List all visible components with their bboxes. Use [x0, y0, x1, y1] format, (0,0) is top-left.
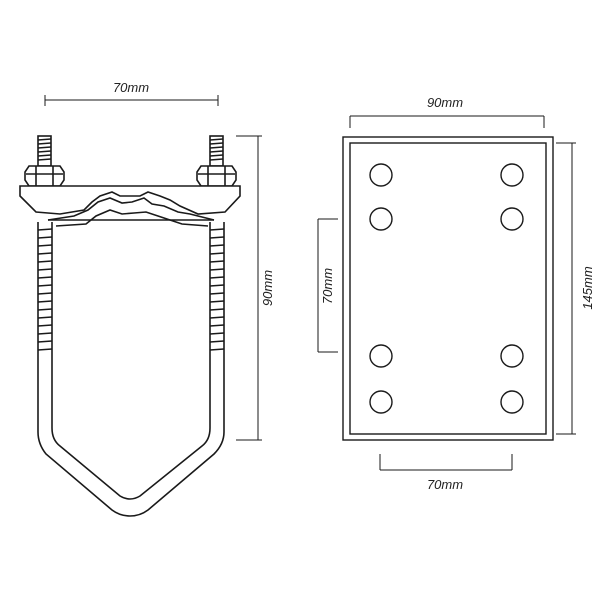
dimension-top-70 — [44, 95, 219, 106]
plate-hole — [369, 163, 393, 187]
side-height-label: 90mm — [260, 270, 275, 306]
right-threaded-shank — [209, 222, 225, 352]
dimension-hole-horizontal-70 — [379, 454, 513, 471]
u-bolt-body — [37, 352, 225, 517]
dimension-hole-vertical-70 — [317, 218, 338, 353]
plate-outline — [342, 136, 554, 441]
mounting-plate — [317, 115, 576, 471]
plate-hole — [369, 390, 393, 414]
plate-hole — [500, 163, 524, 187]
plate-height-label: 145mm — [580, 266, 595, 310]
right-threaded-tip — [209, 135, 224, 167]
plate-hole-horizontal-label: 70mm — [427, 477, 463, 492]
plate-hole — [500, 344, 524, 368]
plate-width-label: 90mm — [427, 95, 463, 110]
u-bolt-bracket — [19, 95, 262, 517]
left-threaded-tip — [37, 135, 52, 167]
plate-hole — [500, 207, 524, 231]
plate-hole-vertical-label: 70mm — [320, 268, 335, 304]
dimension-plate-width-90 — [349, 115, 545, 128]
plate-hole — [369, 344, 393, 368]
side-top-width-label: 70mm — [113, 80, 149, 95]
dimension-height-90 — [236, 135, 262, 441]
clamp-plate — [19, 185, 241, 227]
left-nut — [24, 165, 65, 187]
right-nut — [196, 165, 237, 187]
plate-inner-edge — [349, 142, 547, 435]
dimension-plate-height-145 — [556, 142, 576, 435]
plate-hole — [500, 390, 524, 414]
plate-hole — [369, 207, 393, 231]
left-threaded-shank — [37, 222, 53, 352]
